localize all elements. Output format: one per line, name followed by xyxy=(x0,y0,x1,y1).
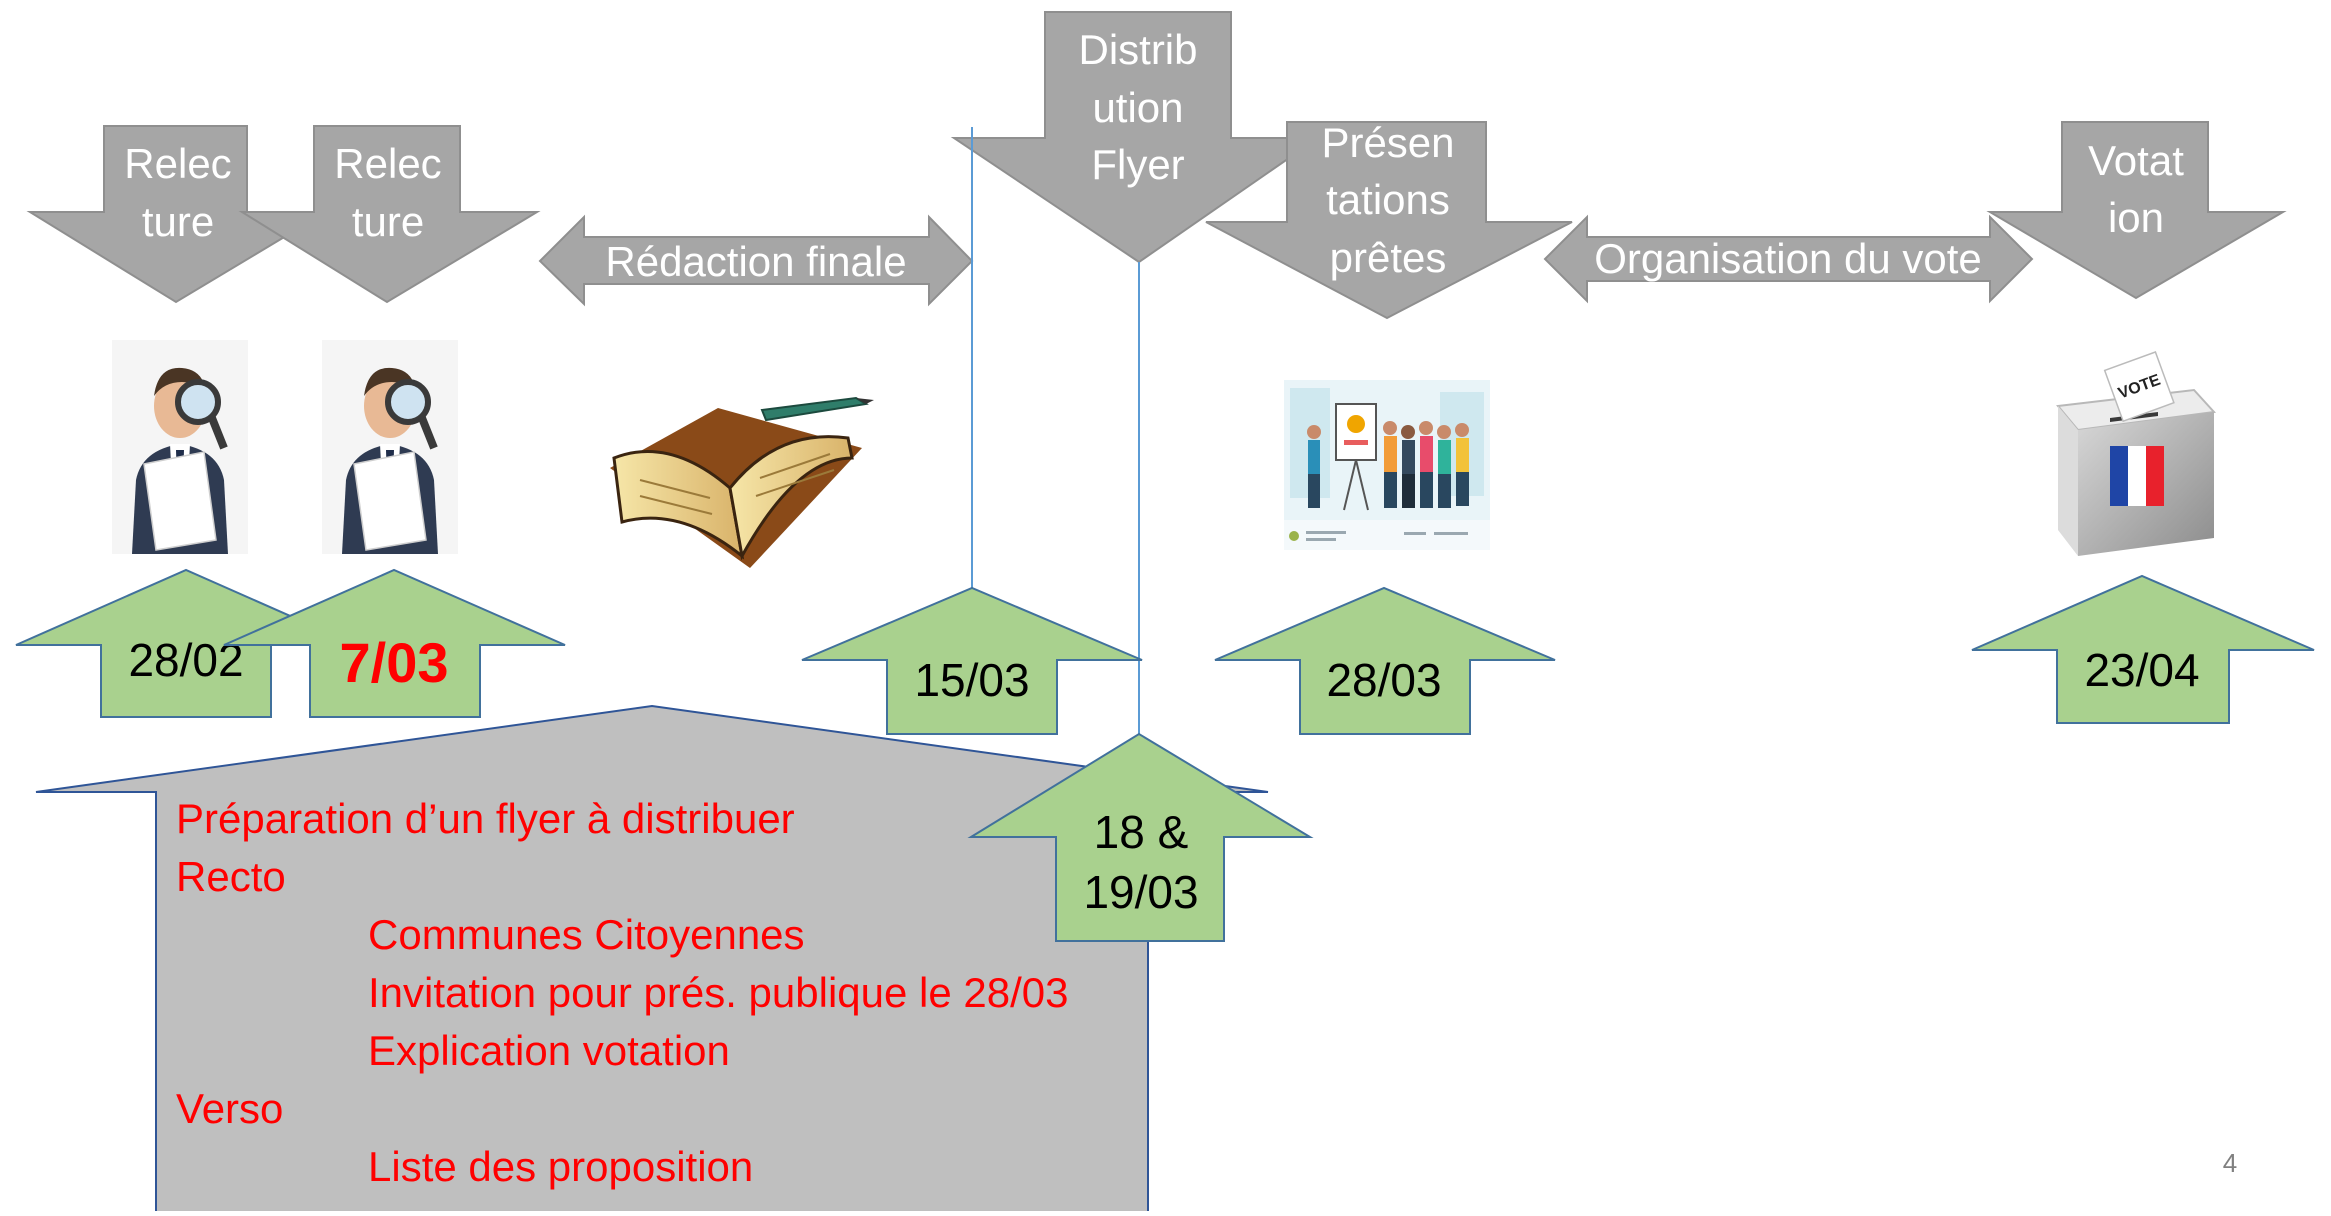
down-arrow-votation: Votat ion xyxy=(1986,121,2287,300)
up-arrow-date-28-02-label: 28/02 xyxy=(128,634,243,686)
down-arrow-relecture-1-line-2: ture xyxy=(142,198,214,245)
up-arrow-date-28-03-label: 28/03 xyxy=(1326,654,1441,706)
up-arrow-date-18-19-03-line-2: 19/03 xyxy=(1083,866,1198,918)
reader-with-magnifier-icon xyxy=(112,340,248,554)
span-arrow-redaction-label: Rédaction finale xyxy=(605,238,906,285)
span-arrow-organisation: Organisation du vote xyxy=(1543,214,2034,304)
callout-line-explication: Explication votation xyxy=(368,1027,730,1074)
down-arrow-votation-line-1: Votat xyxy=(2088,137,2184,184)
callout-line-invitation: Invitation pour prés. publique le 28/03 xyxy=(368,969,1069,1016)
span-arrow-organisation-label: Organisation du vote xyxy=(1594,235,1982,282)
reader-with-magnifier-icon xyxy=(322,340,458,554)
callout-line-preparation: Préparation d’un flyer à distribuer xyxy=(176,795,795,842)
down-arrow-presentations-line-2: tations xyxy=(1326,176,1450,223)
callout-line-recto: Recto xyxy=(176,853,286,900)
callout-line-communes: Communes Citoyennes xyxy=(368,911,805,958)
up-arrow-date-15-03: 15/03 xyxy=(801,586,1143,735)
up-arrow-date-28-03: 28/03 xyxy=(1214,586,1556,735)
down-arrow-presentations-line-1: Présen xyxy=(1321,119,1454,166)
down-arrow-relecture-2-line-2: ture xyxy=(352,198,424,245)
down-arrow-presentations-line-3: prêtes xyxy=(1330,234,1447,281)
up-arrow-date-15-03-label: 15/03 xyxy=(914,654,1029,706)
down-arrow-presentations: Présen tations prêtes xyxy=(1205,119,1573,320)
down-arrow-votation-line-2: ion xyxy=(2108,194,2164,241)
down-arrow-distribution: Distrib ution Flyer xyxy=(950,11,1322,264)
flyer-callout-text: Préparation d’un flyer à distribuer Rect… xyxy=(176,790,1176,1196)
down-arrow-distribution-line-1: Distrib xyxy=(1078,26,1197,73)
presentation-group-icon xyxy=(1284,380,1490,550)
down-arrow-distribution-line-3: Flyer xyxy=(1091,141,1184,188)
up-arrow-date-23-04: 23/04 xyxy=(1971,574,2315,724)
up-arrow-date-28-02: 28/02 xyxy=(15,568,357,718)
down-arrow-relecture-2-line-1: Relec xyxy=(334,140,441,187)
ballot-box-icon: VOTE xyxy=(2056,351,2217,556)
down-arrow-distribution-line-2: ution xyxy=(1092,84,1183,131)
down-arrow-relecture-2: Relec ture xyxy=(238,125,541,304)
up-arrow-date-18-19-03: 18 & 19/03 xyxy=(967,732,1314,942)
flyer-callout-shape xyxy=(35,704,1269,1216)
up-arrow-date-7-03-label: 7/03 xyxy=(340,631,449,694)
up-arrow-date-18-19-03-line-1: 18 & xyxy=(1094,806,1189,858)
open-book-pen-icon xyxy=(610,396,874,568)
up-arrow-date-7-03: 7/03 xyxy=(223,568,566,718)
callout-line-verso: Verso xyxy=(176,1085,284,1132)
down-arrow-relecture-1-line-1: Relec xyxy=(124,140,231,187)
slide-number: 4 xyxy=(2223,1148,2237,1178)
span-arrow-redaction: Rédaction finale xyxy=(538,214,974,307)
callout-line-liste: Liste des proposition xyxy=(368,1143,754,1190)
up-arrow-date-23-04-label: 23/04 xyxy=(2084,644,2199,696)
down-arrow-relecture-1: Relec ture xyxy=(26,125,330,304)
